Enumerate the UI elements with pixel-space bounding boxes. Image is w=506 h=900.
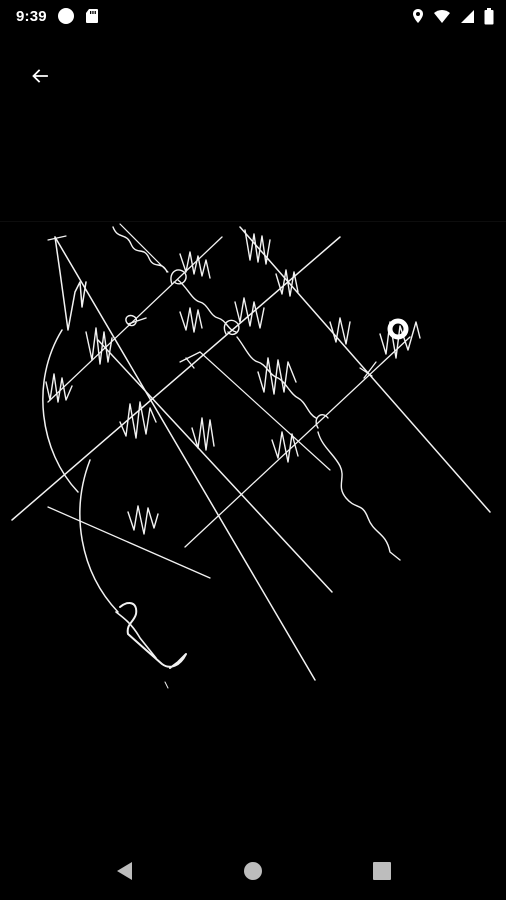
signal-icon — [460, 9, 475, 24]
nav-back-button[interactable] — [102, 849, 146, 893]
status-right — [412, 7, 494, 25]
sd-card-icon — [85, 8, 99, 24]
back-button[interactable] — [22, 58, 58, 94]
nav-bar — [0, 842, 506, 900]
home-circle-icon — [243, 861, 263, 881]
location-icon — [412, 8, 424, 24]
app-bar — [0, 48, 506, 104]
status-bar: 9:39 — [0, 0, 506, 32]
back-triangle-icon — [114, 860, 134, 882]
notification-dot-icon — [57, 7, 75, 25]
battery-icon — [484, 7, 494, 25]
recents-square-icon — [372, 861, 392, 881]
status-time: 9:39 — [16, 7, 47, 25]
nav-home-button[interactable] — [231, 849, 275, 893]
photo-divider — [0, 221, 506, 222]
arrow-left-icon — [31, 67, 49, 85]
photo-viewer[interactable] — [0, 222, 506, 722]
status-left: 9:39 — [16, 7, 99, 25]
wifi-icon — [433, 9, 451, 24]
nav-recents-button[interactable] — [360, 849, 404, 893]
sketch-image — [11, 223, 491, 689]
